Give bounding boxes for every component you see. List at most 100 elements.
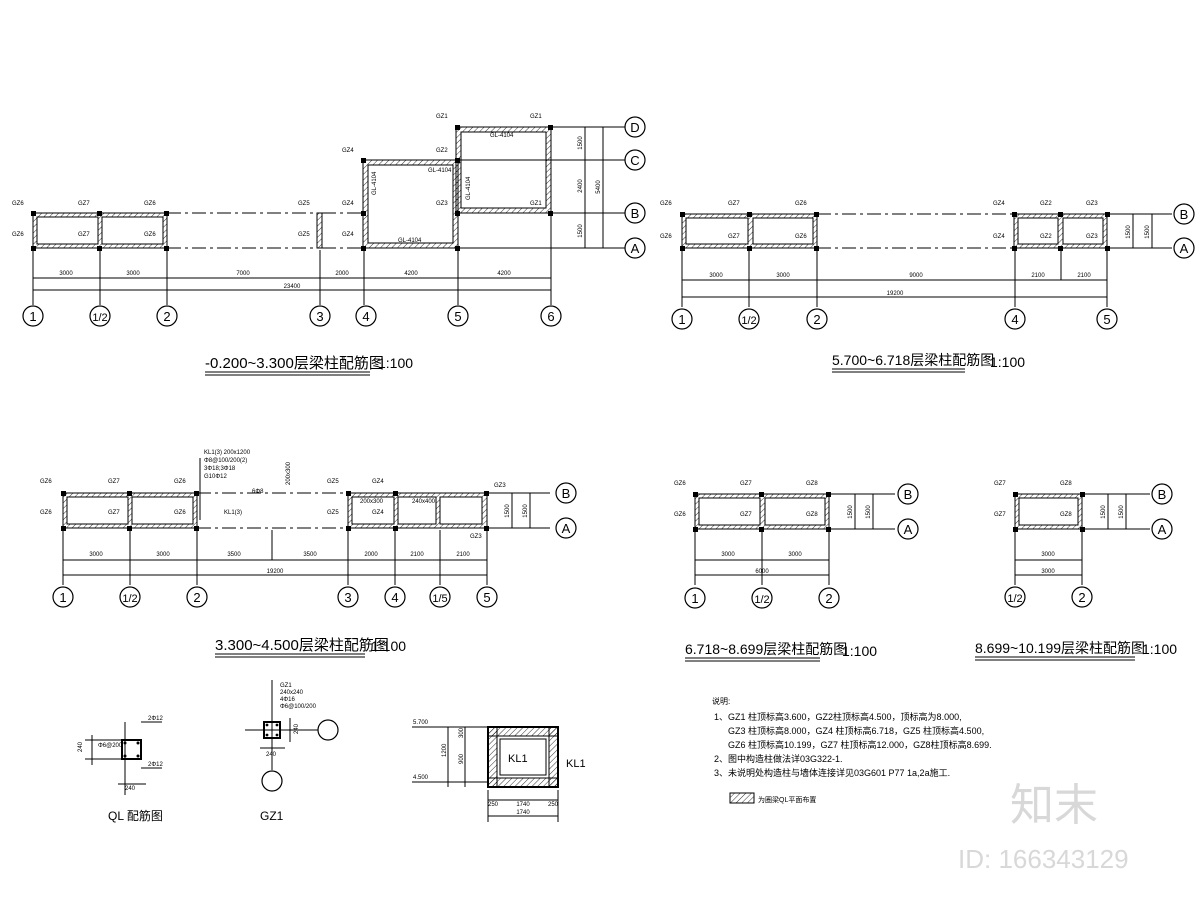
col-label: GZ7: [78, 201, 90, 207]
dim-text: 3000: [1041, 552, 1055, 558]
dim-text: 3000: [788, 552, 802, 558]
gz1-note: 240x240: [280, 690, 304, 696]
axis-bubble: 1/2: [1007, 593, 1022, 605]
gz1-note: Φ6@100/200: [280, 704, 317, 710]
dim-text: 1500: [505, 504, 511, 518]
detail-title: QL 配筋图: [108, 808, 163, 823]
axis-bubble: B: [1180, 207, 1189, 222]
plan-scale: 1:100: [378, 355, 413, 371]
col-label: GZ7: [740, 481, 752, 487]
dim-text: 300: [459, 727, 465, 738]
dim-total: 19200: [267, 569, 284, 575]
col-label: GZ7: [994, 481, 1006, 487]
gz1-note: 4Φ16: [280, 697, 295, 703]
section-label: 200x300: [360, 499, 384, 505]
col-label: GZ1: [530, 114, 542, 120]
col-label: GZ3: [470, 534, 482, 540]
col-label: GZ7: [108, 510, 120, 516]
dim-text: 3000: [709, 273, 723, 279]
axis-bubble: B: [904, 487, 913, 502]
col-label: GZ7: [994, 512, 1006, 518]
col-label: GZ3: [1086, 234, 1098, 240]
dim-text: 3000: [89, 552, 103, 558]
dim-text: 3500: [303, 552, 317, 558]
axis-bubble: 1/2: [122, 593, 137, 605]
axis-bubble: 3: [316, 309, 323, 324]
axis-bubble: 1/2: [741, 315, 756, 327]
dim-text: 3000: [126, 271, 140, 277]
plan-title: -0.200~3.300层梁柱配筋图: [205, 355, 384, 372]
beam-note: G10Φ12: [204, 474, 227, 480]
col-label: GZ5: [298, 232, 310, 238]
col-label: GZ7: [728, 234, 740, 240]
axis-bubble: 1: [29, 309, 36, 324]
rebar-label: 2Φ12: [148, 762, 163, 768]
beam-label: GL-4104: [428, 168, 452, 174]
dim-text: 250: [488, 802, 499, 808]
notes-header: 说明:: [712, 696, 730, 706]
axis-bubble: 3: [344, 590, 351, 605]
col-label: GZ6: [174, 479, 186, 485]
dim-text: 2100: [456, 552, 470, 558]
col-label: GZ6: [174, 510, 186, 516]
ql-detail: 2Φ12 2Φ12 Φ6@200 240 240 QL 配筋图: [78, 716, 163, 823]
col-label: GZ5: [327, 479, 339, 485]
axis-bubble: 4: [1011, 312, 1018, 327]
col-label: GZ1: [436, 114, 448, 120]
dim-text: 3000: [721, 552, 735, 558]
dim-text: 4200: [497, 271, 511, 277]
dim-text: 1500: [1119, 505, 1125, 519]
axis-bubble: 5: [483, 590, 490, 605]
axis-bubble: 2: [1078, 590, 1085, 605]
beam-label: GL-4104: [372, 171, 378, 195]
col-label: GZ6: [12, 201, 24, 207]
col-label: GZ7: [108, 479, 120, 485]
dim-text: 1500: [866, 505, 872, 519]
col-label: GZ7: [78, 232, 90, 238]
plan-1: GZ6 GZ6 GZ7 GZ7 GZ6 GZ6 GZ5 GZ5 GZ4 GZ4 …: [12, 114, 646, 376]
axis-bubble: D: [630, 120, 639, 135]
beam-label: GL-4104: [490, 133, 514, 139]
col-label: GZ3: [1086, 201, 1098, 207]
watermark-logo: 知末: [1010, 781, 1098, 830]
dim-text: 1500: [1126, 225, 1132, 239]
elevation: 5.700: [413, 720, 429, 726]
beam-label: GL-4104: [398, 238, 422, 244]
axis-bubble: 6: [547, 309, 554, 324]
axis-bubble: A: [1180, 241, 1189, 256]
note-line: 2、图中构造柱做法详03G322-1.: [714, 753, 843, 764]
axis-bubble: 4: [391, 590, 398, 605]
dim-total: 19200: [887, 291, 904, 297]
col-label: GZ4: [372, 510, 384, 516]
col-label: GZ5: [327, 510, 339, 516]
watermark-id: ID: 166343129: [958, 844, 1129, 874]
col-label: GZ6: [12, 232, 24, 238]
col-label: GZ4: [342, 232, 354, 238]
col-label: GZ6: [660, 201, 672, 207]
dim-text: 2100: [1031, 273, 1045, 279]
section-label: 200x300: [286, 461, 292, 485]
col-label: GZ1: [530, 201, 542, 207]
dim-total: 1740: [516, 810, 530, 816]
dim-text: 1500: [578, 136, 584, 150]
col-label: GZ3: [494, 483, 506, 489]
legend-swatch: [729, 792, 755, 804]
axis-bubble: 1: [691, 591, 698, 606]
rebar-label: 2Φ12: [148, 716, 163, 722]
axis-bubble: 1: [678, 312, 685, 327]
col-label: GZ4: [342, 201, 354, 207]
axis-bubble: A: [904, 522, 913, 537]
note-line: 3、未说明处构造柱与墙体连接详见03G601 P77 1a,2a施工.: [714, 767, 950, 778]
beam-label: KL1: [508, 753, 528, 765]
dim-text: 1500: [523, 504, 529, 518]
dim-total: 5400: [596, 180, 602, 194]
beam-note: 3Φ18;3Φ18: [204, 466, 236, 472]
watermark: 知末 ID: 166343129: [958, 781, 1129, 874]
axis-bubble: 1/2: [92, 312, 107, 324]
plan-scale: 1:100: [371, 638, 406, 654]
dim-text: 1500: [848, 505, 854, 519]
plan-title: 6.718~8.699层梁柱配筋图: [685, 641, 847, 657]
section-label: 240x400: [412, 499, 436, 505]
dim-text: 3000: [59, 271, 73, 277]
